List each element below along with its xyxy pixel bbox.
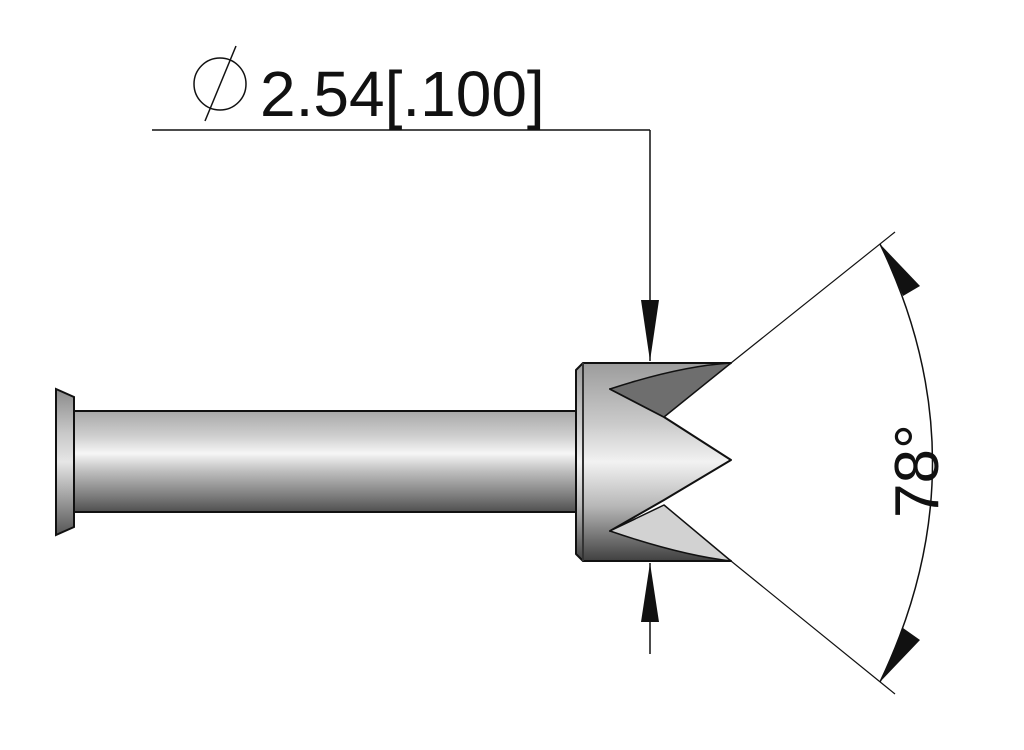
arrowhead-top-icon <box>641 300 659 361</box>
angle-value-text: 78° <box>883 424 952 518</box>
diameter-value-text: 2.54[.100] <box>260 58 545 130</box>
angle-dimension: 78° <box>730 231 952 695</box>
angle-arrowhead-top-icon <box>880 244 920 296</box>
crown-tip <box>575 362 732 562</box>
diameter-dimension: 2.54[.100] <box>152 45 659 654</box>
angle-arrowhead-bottom-icon <box>880 628 920 682</box>
arrowhead-bottom-icon <box>641 563 659 622</box>
pin-shaft <box>73 410 577 513</box>
pin-flange <box>55 387 75 537</box>
diameter-symbol-icon <box>193 45 247 122</box>
